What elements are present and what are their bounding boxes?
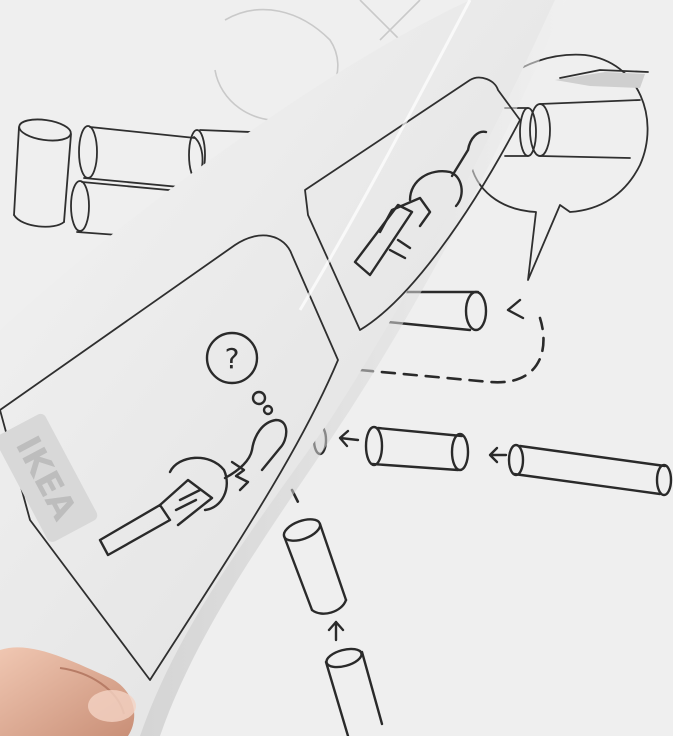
reading-person-figure [353, 130, 488, 277]
arrow-head-dashed [506, 298, 525, 320]
cylinder-long-right [507, 443, 673, 497]
cylinder-vertical-1 [282, 518, 348, 615]
right-page-drawings [282, 53, 673, 736]
zoom-cylinders [504, 69, 649, 159]
cylinder-middle [364, 425, 470, 472]
thought-bubble-question: ? [225, 342, 240, 375]
panel-frame-left [0, 234, 339, 681]
thumb [0, 647, 136, 736]
fold-highlight [298, 0, 472, 311]
panel-frame-right [304, 76, 521, 331]
arrow-up [327, 620, 345, 642]
arrow-left-1 [488, 446, 508, 464]
confused-person-figure [98, 331, 288, 557]
cylinder-vertical-2 [324, 647, 384, 736]
flipped-front-page: IKEA ? [0, 0, 566, 736]
dashed-return-path [358, 316, 545, 384]
arrow-left-2 [338, 429, 360, 448]
